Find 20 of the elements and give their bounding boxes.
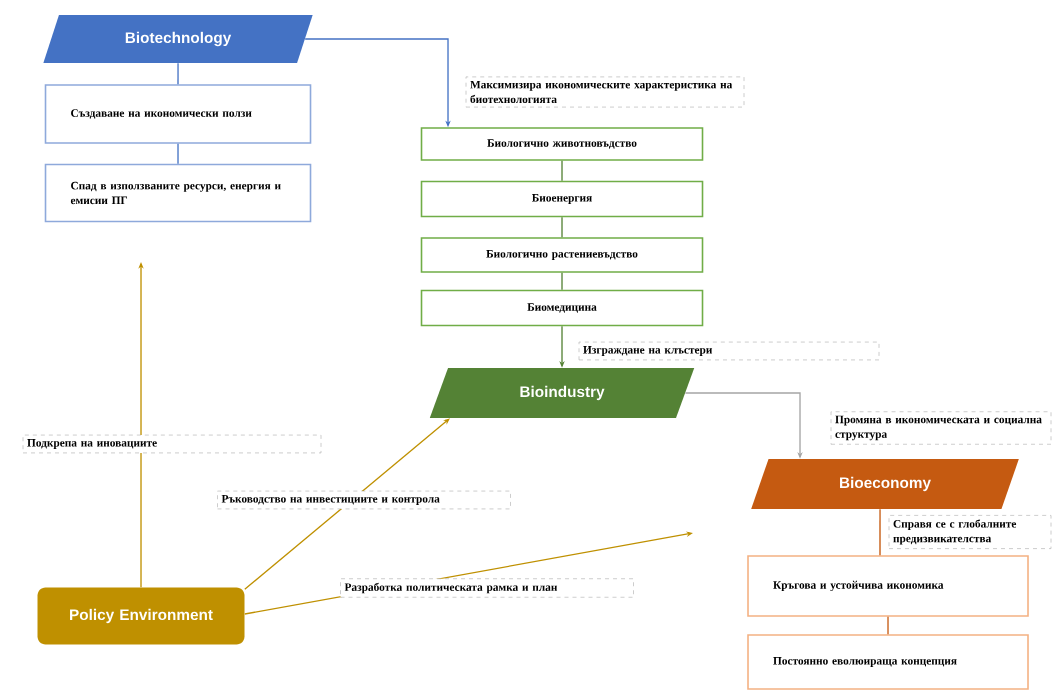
edge-label: Максимизира икономическите характеристика на биотехнологията [465,76,745,108]
edge-label: Разработка политическата рамка и план [340,578,634,598]
parallelogram-box: Biotechnology [43,15,313,63]
edge-label: Подкрепа на иновациите [22,434,322,454]
process-box: Създаване на икономически ползи [44,84,312,144]
edge-label: Изграждане на клъстери [578,341,880,361]
process-box: Биологично растениевъдство [420,237,704,273]
process-box: Биологично животновъдство [420,127,704,161]
process-box: Спад в използваните ресурси, енергия и емисии ПГ [44,163,312,223]
parallelogram-box: Bioindustry [429,368,695,418]
process-box: Постоянно еволюираща концепция [747,634,1029,690]
edge-label: Промяна в икономическата и социална структура [830,411,1052,445]
edge-label: Справя се с глобалните предизвикателства [888,515,1052,549]
parallelogram-box: Bioeconomy [751,459,1019,509]
process-box: Биоенергия [420,180,704,218]
rounded-box: Policy Environment [37,587,245,645]
process-box: Кръгова и устойчива икономика [747,555,1029,617]
arrow [244,418,450,590]
edge-label: Ръководство на инвестициите и контрола [217,490,511,510]
process-box: Биомедицина [420,289,704,327]
